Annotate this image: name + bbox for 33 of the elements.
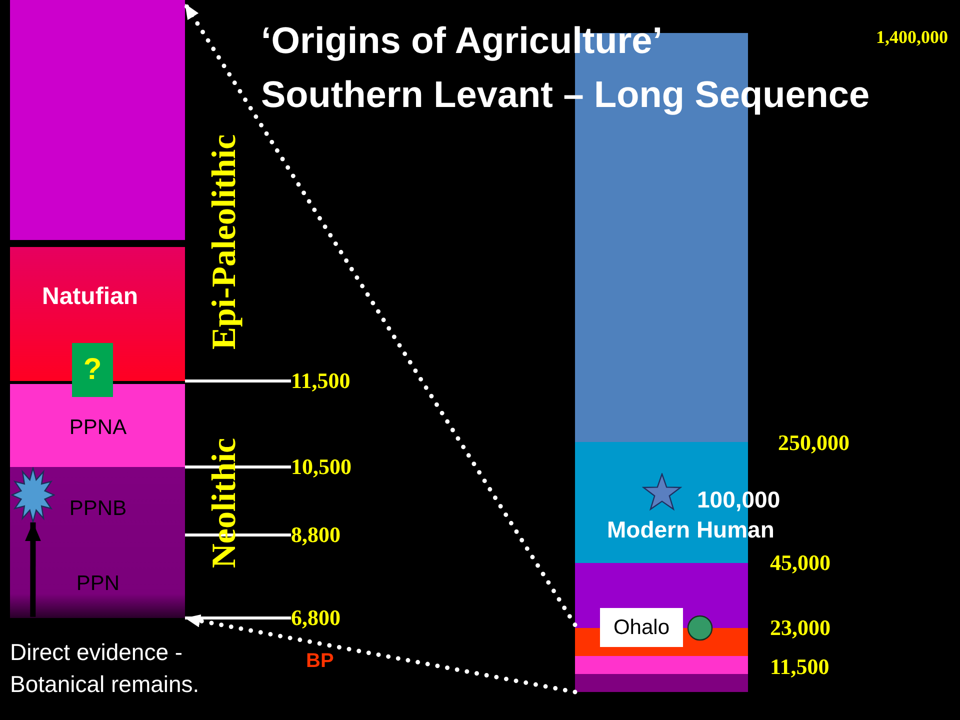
date-label: 1,400,000: [876, 28, 948, 46]
question-tile: ?: [72, 343, 113, 397]
period-band: [10, 467, 185, 618]
tick-line: [185, 380, 291, 382]
date-label: 45,000: [770, 552, 830, 574]
date-label: 6,800: [291, 607, 340, 629]
unit-label: BP: [306, 651, 334, 671]
era-label: Epi-Paleolithic: [208, 134, 242, 350]
era-label: Neolithic: [208, 438, 242, 568]
period-band: [10, 384, 185, 467]
period-label: PPNB: [69, 497, 127, 521]
period-band: [575, 656, 748, 674]
period-label: Natufian: [42, 283, 138, 311]
date-label: 250,000: [778, 432, 850, 454]
period-band: [10, 0, 185, 240]
tick-line: [185, 466, 291, 468]
date-label: 11,500: [770, 656, 830, 678]
timeline-column: [10, 0, 185, 618]
date-label: 8,800: [291, 524, 340, 546]
date-label: 11,500: [291, 370, 350, 392]
period-band: [575, 674, 748, 692]
period-label: PPNA: [69, 416, 127, 440]
tick-line: [185, 616, 291, 620]
site-label: Ohalo: [600, 608, 683, 647]
dotted-arrow: [182, 1, 578, 628]
tick-line: [185, 534, 291, 536]
date-label: 23,000: [770, 617, 830, 639]
note-text: Direct evidence - Botanical remains.: [10, 638, 200, 700]
period-label: PPN: [76, 572, 120, 596]
arrow: [25, 522, 41, 617]
date-label: 10,500: [291, 456, 352, 478]
starburst: [11, 467, 55, 523]
period-band: [10, 247, 185, 381]
